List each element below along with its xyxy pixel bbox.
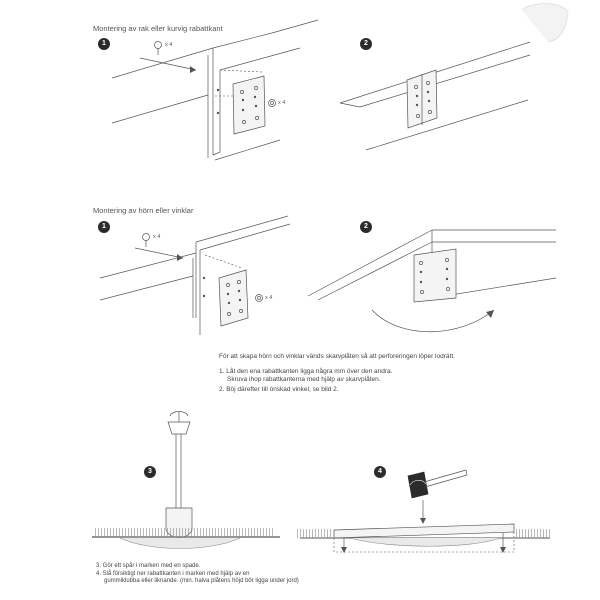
footer-note-item4-line1: 4. Slå försiktigt ner rabattkanten i mar…: [96, 570, 250, 577]
section2-step1-screw-count: x 4: [153, 234, 161, 240]
footer-note-item3: 3. Gör ett spår i marken med en spade.: [96, 563, 201, 569]
section1-step1-badge: 1: [98, 38, 110, 50]
step4-grass-left: [297, 529, 333, 538]
corner-instructions: För att skapa hörn och vinklar vänds ska…: [219, 353, 559, 394]
step4-grass-right: [516, 529, 550, 538]
section1-step1-screw-count: x 4: [165, 42, 173, 48]
section2-step2-badge: 2: [360, 221, 372, 233]
step4-badge: 4: [374, 466, 386, 478]
step3-grass: [95, 528, 275, 537]
section2-step1-badge: 1: [98, 221, 110, 233]
corner-instructions-intro: För att skapa hörn och vinklar vänds ska…: [219, 353, 455, 360]
section2-step1-bolt-count: x 4: [265, 295, 273, 301]
corner-instructions-item2: 2. Böj därefter till önskad vinkel, se b…: [219, 385, 339, 393]
section1-title: Montering av rak eller kurvig rabattkant: [93, 24, 223, 33]
section2-title: Montering av hörn eller vinklar: [93, 206, 194, 215]
footer-note-item4-line2: gummiklubba eller liknande. (min. halva …: [104, 578, 299, 584]
corner-instructions-item1-line2: Skruva ihop rabattkanterna med hjälp av …: [227, 376, 381, 383]
section1-step1-bolt-count: x 4: [278, 100, 286, 106]
corner-instructions-item1-line1: 1. Låt den ena rabattkanten ligga några …: [219, 367, 393, 375]
section1-step2-badge: 2: [360, 38, 372, 50]
footer-notes: 3. Gör ett spår i marken med en spade. 4…: [96, 563, 456, 586]
step3-badge: 3: [144, 466, 156, 478]
